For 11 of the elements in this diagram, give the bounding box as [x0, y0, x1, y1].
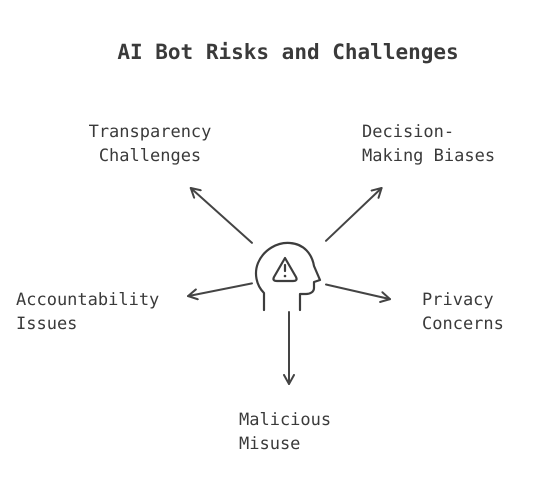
risk-label: Malicious Misuse	[239, 409, 332, 456]
risk-label: Privacy Concerns	[422, 289, 505, 336]
risk-label: Accountability Issues	[16, 289, 160, 336]
arrow	[325, 187, 383, 242]
arrow	[187, 282, 253, 300]
diagram-title: AI Bot Risks and Challenges	[117, 40, 459, 64]
arrow	[283, 311, 295, 385]
risk-label: Transparency Challenges	[88, 121, 212, 168]
risk-label: Decision-Making Biases	[362, 121, 496, 168]
arrow	[190, 187, 253, 244]
arrow	[325, 283, 391, 303]
